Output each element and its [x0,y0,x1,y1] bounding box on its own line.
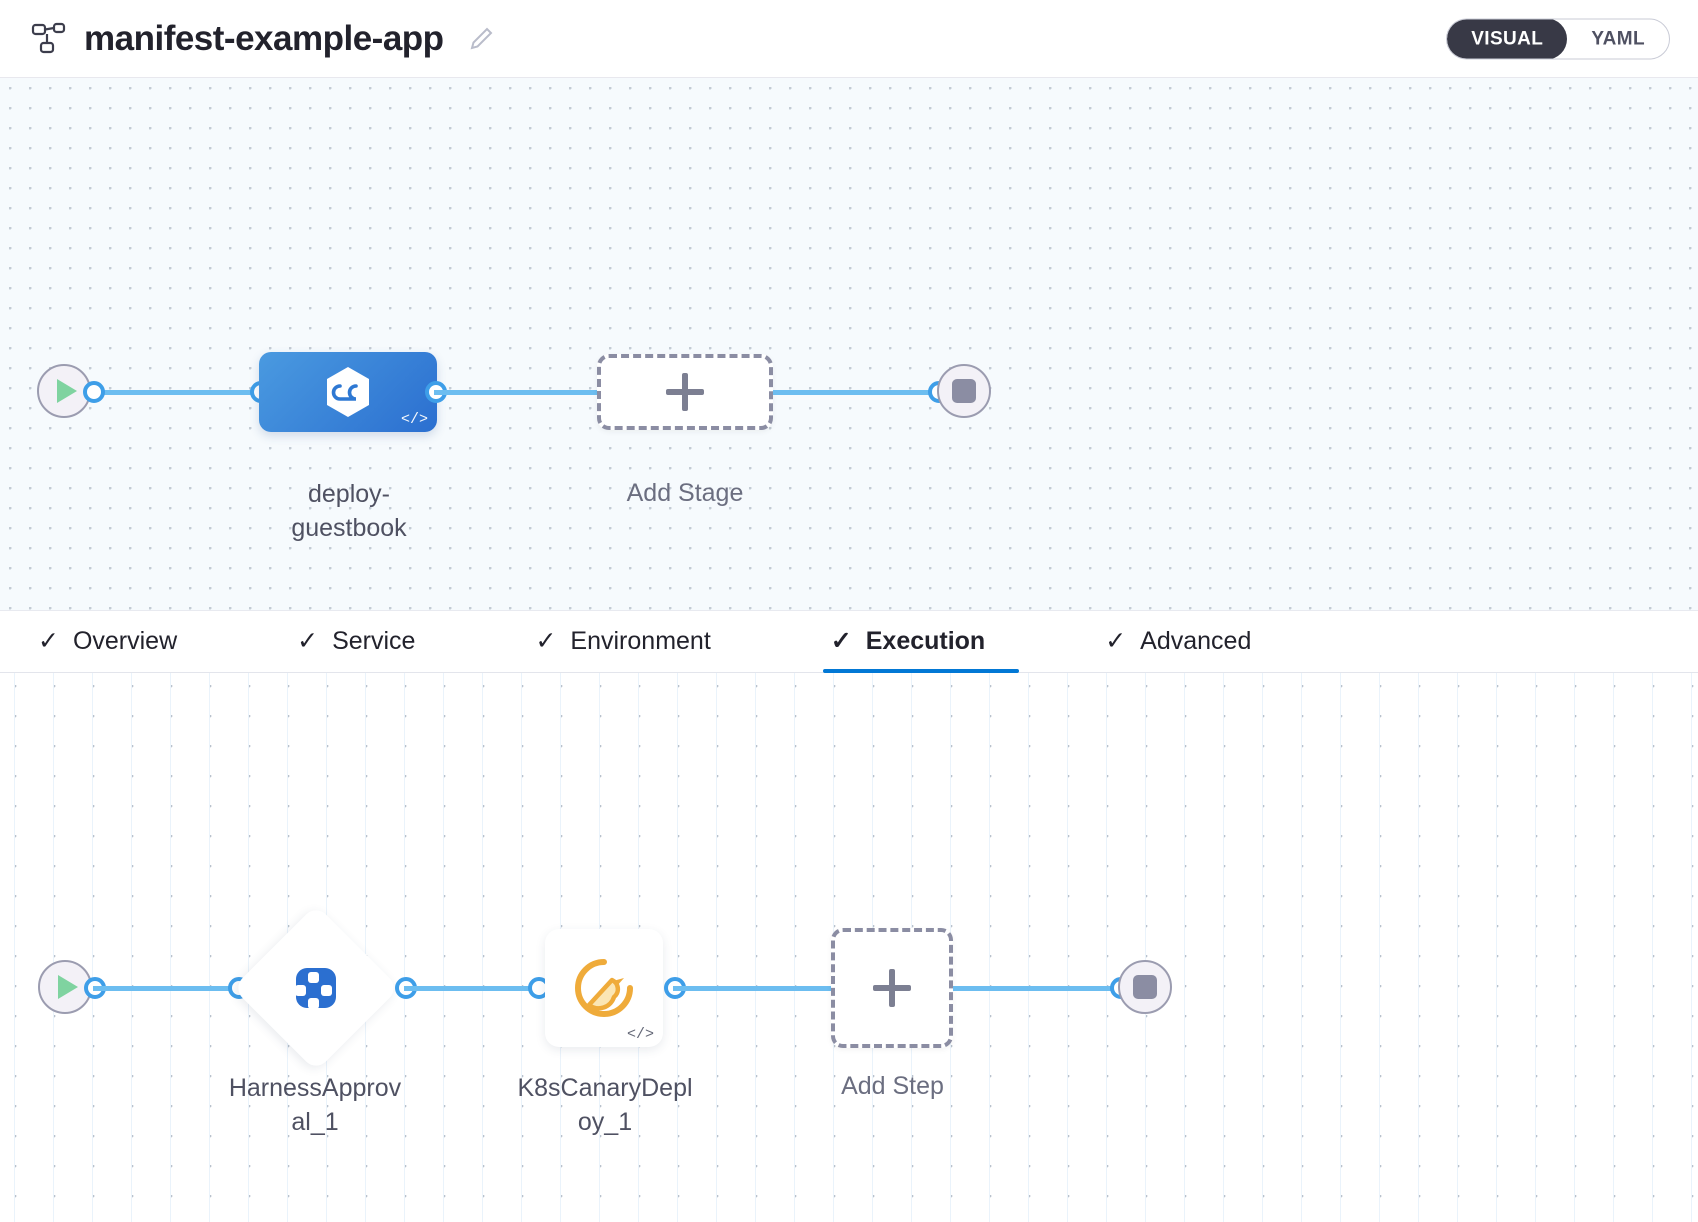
check-icon: ✓ [535,627,557,655]
canary-bird-icon [575,959,633,1017]
page-title: manifest-example-app [84,18,444,58]
check-icon: ✓ [1105,627,1127,655]
code-badge-step[interactable]: </> [626,1026,654,1043]
app-header: manifest-example-app VISUAL YAML [0,0,1698,78]
execution-start-node[interactable] [38,960,92,1014]
pipeline-nodes-icon [28,18,70,60]
edge-canary-to-addstep [673,986,833,991]
execution-end-node[interactable] [1118,960,1172,1014]
add-step-label: Add Step [841,1072,944,1100]
edge-stage-to-addstage [434,390,599,395]
pipeline-end-node[interactable] [937,364,991,418]
stage-node-deploy-guestbook[interactable]: </> [259,352,437,432]
check-icon: ✓ [830,627,852,655]
tab-advanced[interactable]: ✓ Advanced [1097,611,1285,672]
plus-icon [666,373,704,411]
harness-approval-icon [295,968,336,1009]
tab-environment-label: Environment [570,627,711,655]
pipeline-start-node[interactable] [37,364,91,418]
edge-addstage-to-end [773,390,945,395]
check-icon: ✓ [297,627,319,655]
edge-start-to-approval [93,986,239,991]
tab-execution[interactable]: ✓ Execution [822,611,1020,673]
tab-advanced-label: Advanced [1140,627,1252,655]
step-label-k8s-canary-deploy: K8sCanaryDepl oy_1 [517,1074,693,1136]
add-stage-button[interactable] [597,354,773,430]
play-icon [57,379,77,403]
harness-cd-hexagon-icon [327,367,369,417]
code-badge-stage[interactable]: </> [400,411,428,428]
stage-graph-canvas[interactable]: </> deploy- guestbook Add Stage [0,78,1698,611]
toggle-visual[interactable]: VISUAL [1447,19,1568,58]
port-start-out[interactable] [83,381,105,403]
execution-graph-canvas[interactable]: HarnessApprov al_1 </> K8sCanaryDepl oy_… [0,673,1698,1222]
tab-service[interactable]: ✓ Service [289,611,449,672]
play-icon [58,975,78,999]
edge-approval-to-canary [404,986,536,991]
step-node-k8s-canary-deploy[interactable]: </> [545,929,663,1047]
step-label-harness-approval: HarnessApprov al_1 [228,1074,402,1136]
plus-icon [873,969,911,1007]
add-step-button[interactable] [831,928,953,1048]
edge-addstep-to-end [953,986,1118,991]
tab-service-label: Service [332,627,416,655]
tab-overview[interactable]: ✓ Overview [30,611,211,672]
edge-start-to-stage [92,390,262,395]
tab-execution-label: Execution [865,627,986,655]
pencil-icon[interactable] [466,24,496,54]
stage-tabs[interactable]: ✓ Overview ✓ Service ✓ Environment ✓ Exe… [0,611,1698,673]
toggle-yaml[interactable]: YAML [1591,28,1645,49]
check-icon: ✓ [38,627,59,655]
stop-icon [1133,975,1157,999]
stage-node-label: deploy- guestbook [291,480,407,542]
tab-environment[interactable]: ✓ Environment [527,611,744,672]
view-mode-toggle[interactable]: VISUAL YAML [1446,18,1670,59]
stop-icon [952,379,976,403]
harness-approval-icon-wrap [233,905,400,1072]
tab-overview-label: Overview [72,627,178,655]
add-stage-label: Add Stage [626,479,744,507]
